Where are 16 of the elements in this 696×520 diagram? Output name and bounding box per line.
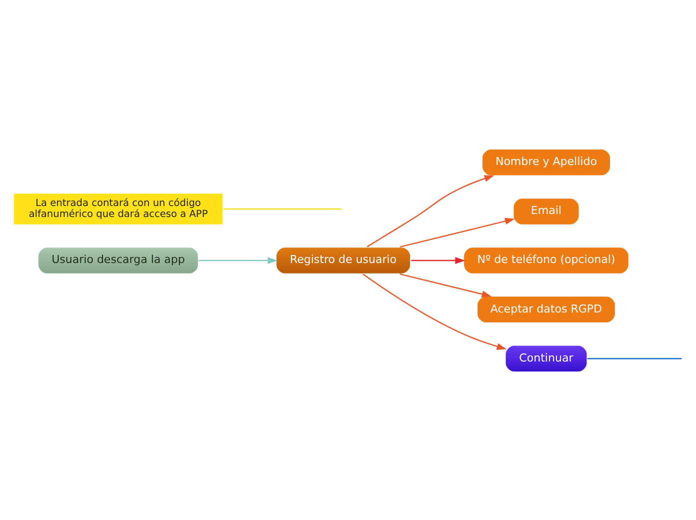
arrow — [198, 256, 278, 264]
node-box: Nombre y Apellido — [481, 148, 612, 176]
node-box: La entrada contará con un código alfanumérico que dará acceso a APP — [12, 192, 224, 226]
arrow — [411, 256, 466, 264]
connector — [587, 358, 682, 359]
arrow — [362, 273, 507, 350]
node-box: Usuario descarga la app — [37, 246, 200, 274]
arrow — [400, 217, 515, 248]
arrow — [366, 174, 494, 247]
connector — [223, 208, 342, 210]
arrow — [400, 272, 492, 297]
node-box: Nº de teléfono (opcional) — [462, 246, 630, 274]
node-box: Aceptar datos RGPD — [476, 294, 616, 324]
node-box: Registro de usuario — [275, 246, 412, 274]
node-box: Continuar — [504, 344, 588, 372]
node-box: Email — [512, 196, 580, 226]
